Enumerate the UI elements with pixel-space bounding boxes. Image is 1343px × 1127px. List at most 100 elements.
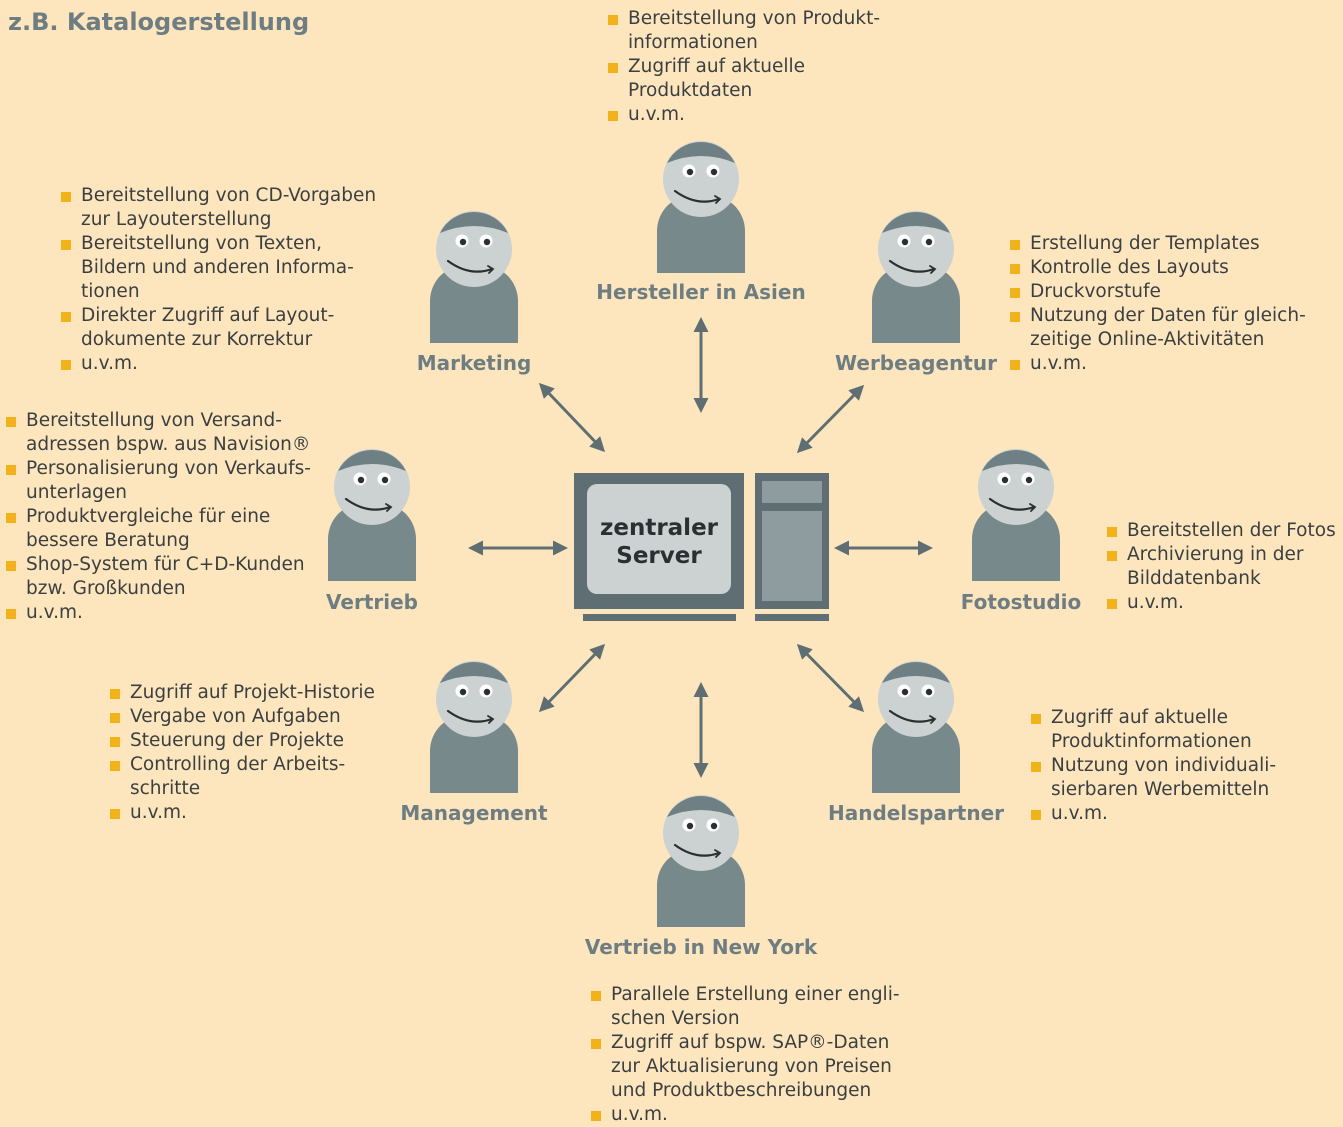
list-item-line: adressen bspw. aus Navision® (26, 434, 311, 455)
list-item-line: Bereitstellung von Produkt- (628, 8, 881, 29)
list-item-line: Zugriff auf Projekt-Historie (130, 682, 375, 703)
list-item: Direkter Zugriff auf Layout- dokumente z… (61, 304, 376, 352)
list-item-line: u.v.m. (81, 353, 138, 374)
list-handelspartner: Zugriff auf aktuelle Produktinformatione… (1031, 706, 1276, 826)
person-newyork-icon (655, 793, 747, 929)
list-item: u.v.m. (1107, 591, 1336, 615)
role-label-vertrieb: Vertrieb (326, 590, 418, 614)
role-label-handelspartner: Handelspartner (827, 801, 1004, 825)
list-item-line: u.v.m. (611, 1104, 668, 1125)
list-item-line: Archivierung in der (1127, 544, 1304, 565)
list-item-line: Kontrolle des Layouts (1030, 257, 1229, 278)
list-item-line: u.v.m. (1030, 353, 1087, 374)
server-label: zentraler Server (587, 514, 731, 570)
list-werbeagentur: Erstellung der Templates Kontrolle des L… (1010, 232, 1306, 376)
role-label-management: Management (400, 801, 548, 825)
list-item-line: Bildern und anderen Informa- (81, 257, 354, 278)
person-hersteller-icon (655, 139, 747, 275)
list-item: Zugriff auf bspw. SAP®-Daten zur Aktuali… (591, 1031, 900, 1103)
role-label-hersteller: Hersteller in Asien (596, 280, 806, 304)
list-item-line: Zugriff auf aktuelle (628, 56, 806, 77)
arrow-handelspartner (796, 643, 865, 713)
list-item-line: u.v.m. (1127, 592, 1184, 613)
list-fotostudio: Bereitstellen der Fotos Archivierung in … (1107, 519, 1336, 615)
list-item-line: zeitige Online-Aktivitäten (1030, 329, 1265, 350)
list-item: Zugriff auf aktuelle Produktdaten (608, 55, 880, 103)
list-item-line: sierbaren Werbemitteln (1051, 779, 1270, 800)
list-item-line: Direkter Zugriff auf Layout- (81, 305, 335, 326)
arrow-marketing (538, 382, 606, 453)
list-vertrieb: Bereitstellung von Versand- adressen bsp… (6, 409, 311, 625)
person-werbeagentur-icon (870, 209, 962, 345)
list-item: u.v.m. (61, 352, 376, 376)
list-item-line: u.v.m. (130, 802, 187, 823)
list-item-line: Produktinformationen (1051, 731, 1252, 752)
list-item: Zugriff auf Projekt-Historie (110, 681, 375, 705)
role-label-marketing: Marketing (416, 351, 532, 375)
list-item-line: zur Layouterstellung (81, 209, 272, 230)
list-item: Nutzung von individuali- sierbaren Werbe… (1031, 754, 1276, 802)
person-vertrieb-icon (326, 447, 418, 583)
list-item-line: Bereitstellung von Versand- (26, 410, 282, 431)
list-item: Archivierung in der Bilddatenbank (1107, 543, 1336, 591)
list-item: Bereitstellung von Texten, Bildern und a… (61, 232, 376, 304)
list-item: Controlling der Arbeits- schritte (110, 753, 375, 801)
list-item: Produktvergleiche für eine bessere Berat… (6, 505, 311, 553)
arrow-management (538, 643, 606, 713)
person-handelspartner-icon (870, 659, 962, 795)
list-item: Nutzung der Daten für gleich- zeitige On… (1010, 304, 1306, 352)
list-item-line: dokumente zur Korrektur (81, 329, 313, 350)
list-item: Kontrolle des Layouts (1010, 256, 1306, 280)
list-item-line: Controlling der Arbeits- (130, 754, 346, 775)
list-item-line: u.v.m. (1051, 803, 1108, 824)
list-item: Vergabe von Aufgaben (110, 705, 375, 729)
list-item-line: schritte (130, 778, 201, 799)
list-item: Shop-System für C+D-Kunden bzw. Großkund… (6, 553, 311, 601)
list-item-line: zur Aktualisierung von Preisen (611, 1056, 892, 1077)
list-item-line: u.v.m. (26, 602, 83, 623)
list-item-line: Shop-System für C+D-Kunden (26, 554, 305, 575)
list-item-line: Bereitstellen der Fotos (1127, 520, 1336, 541)
arrow-werbeagentur (796, 384, 865, 454)
page-title: z.B. Katalogerstellung (8, 8, 310, 36)
list-item-line: Zugriff auf aktuelle (1051, 707, 1229, 728)
list-item: Zugriff auf aktuelle Produktinformatione… (1031, 706, 1276, 754)
list-item-line: Erstellung der Templates (1030, 233, 1260, 254)
list-item: u.v.m. (110, 801, 375, 825)
list-hersteller: Bereitstellung von Produkt- informatione… (608, 7, 880, 127)
list-item: u.v.m. (608, 103, 880, 127)
list-item: u.v.m. (591, 1103, 900, 1127)
list-item: u.v.m. (1010, 352, 1306, 376)
list-item: Personalisierung von Verkaufs- unterlage… (6, 457, 311, 505)
list-item-line: Produktdaten (628, 80, 753, 101)
server-label-line1: zentraler (599, 515, 719, 541)
list-item-line: und Produktbeschreibungen (611, 1080, 872, 1101)
list-item: Parallele Erstellung einer engli- schen … (591, 983, 900, 1031)
list-item: Bereitstellung von Versand- adressen bsp… (6, 409, 311, 457)
list-item-line: Parallele Erstellung einer engli- (611, 984, 900, 1005)
list-item-line: bzw. Großkunden (26, 578, 186, 599)
list-item-line: Produktvergleiche für eine (26, 506, 271, 527)
list-item-line: Bereitstellung von CD-Vorgaben (81, 185, 377, 206)
server-label-line2: Server (616, 543, 702, 569)
list-item-line: Nutzung von individuali- (1051, 755, 1277, 776)
role-label-werbeagentur: Werbeagentur (835, 351, 997, 375)
list-item: Bereitstellen der Fotos (1107, 519, 1336, 543)
list-item-line: bessere Beratung (26, 530, 190, 551)
list-item-line: informationen (628, 32, 758, 53)
list-item-line: Steuerung der Projekte (130, 730, 344, 751)
person-management-icon (428, 659, 520, 795)
list-item-line: Bilddatenbank (1127, 568, 1261, 589)
role-label-newyork: Vertrieb in New York (584, 935, 818, 959)
list-item-line: Zugriff auf bspw. SAP®-Daten (611, 1032, 890, 1053)
list-management: Zugriff auf Projekt-Historie Vergabe von… (110, 681, 375, 825)
list-item: Bereitstellung von CD-Vorgaben zur Layou… (61, 184, 376, 232)
role-label-fotostudio: Fotostudio (960, 590, 1082, 614)
person-fotostudio-icon (970, 447, 1062, 583)
list-item: Bereitstellung von Produkt- informatione… (608, 7, 880, 55)
list-item-line: Nutzung der Daten für gleich- (1030, 305, 1306, 326)
list-item-line: Vergabe von Aufgaben (130, 706, 341, 727)
list-item: u.v.m. (6, 601, 311, 625)
list-item-line: unterlagen (26, 482, 128, 503)
